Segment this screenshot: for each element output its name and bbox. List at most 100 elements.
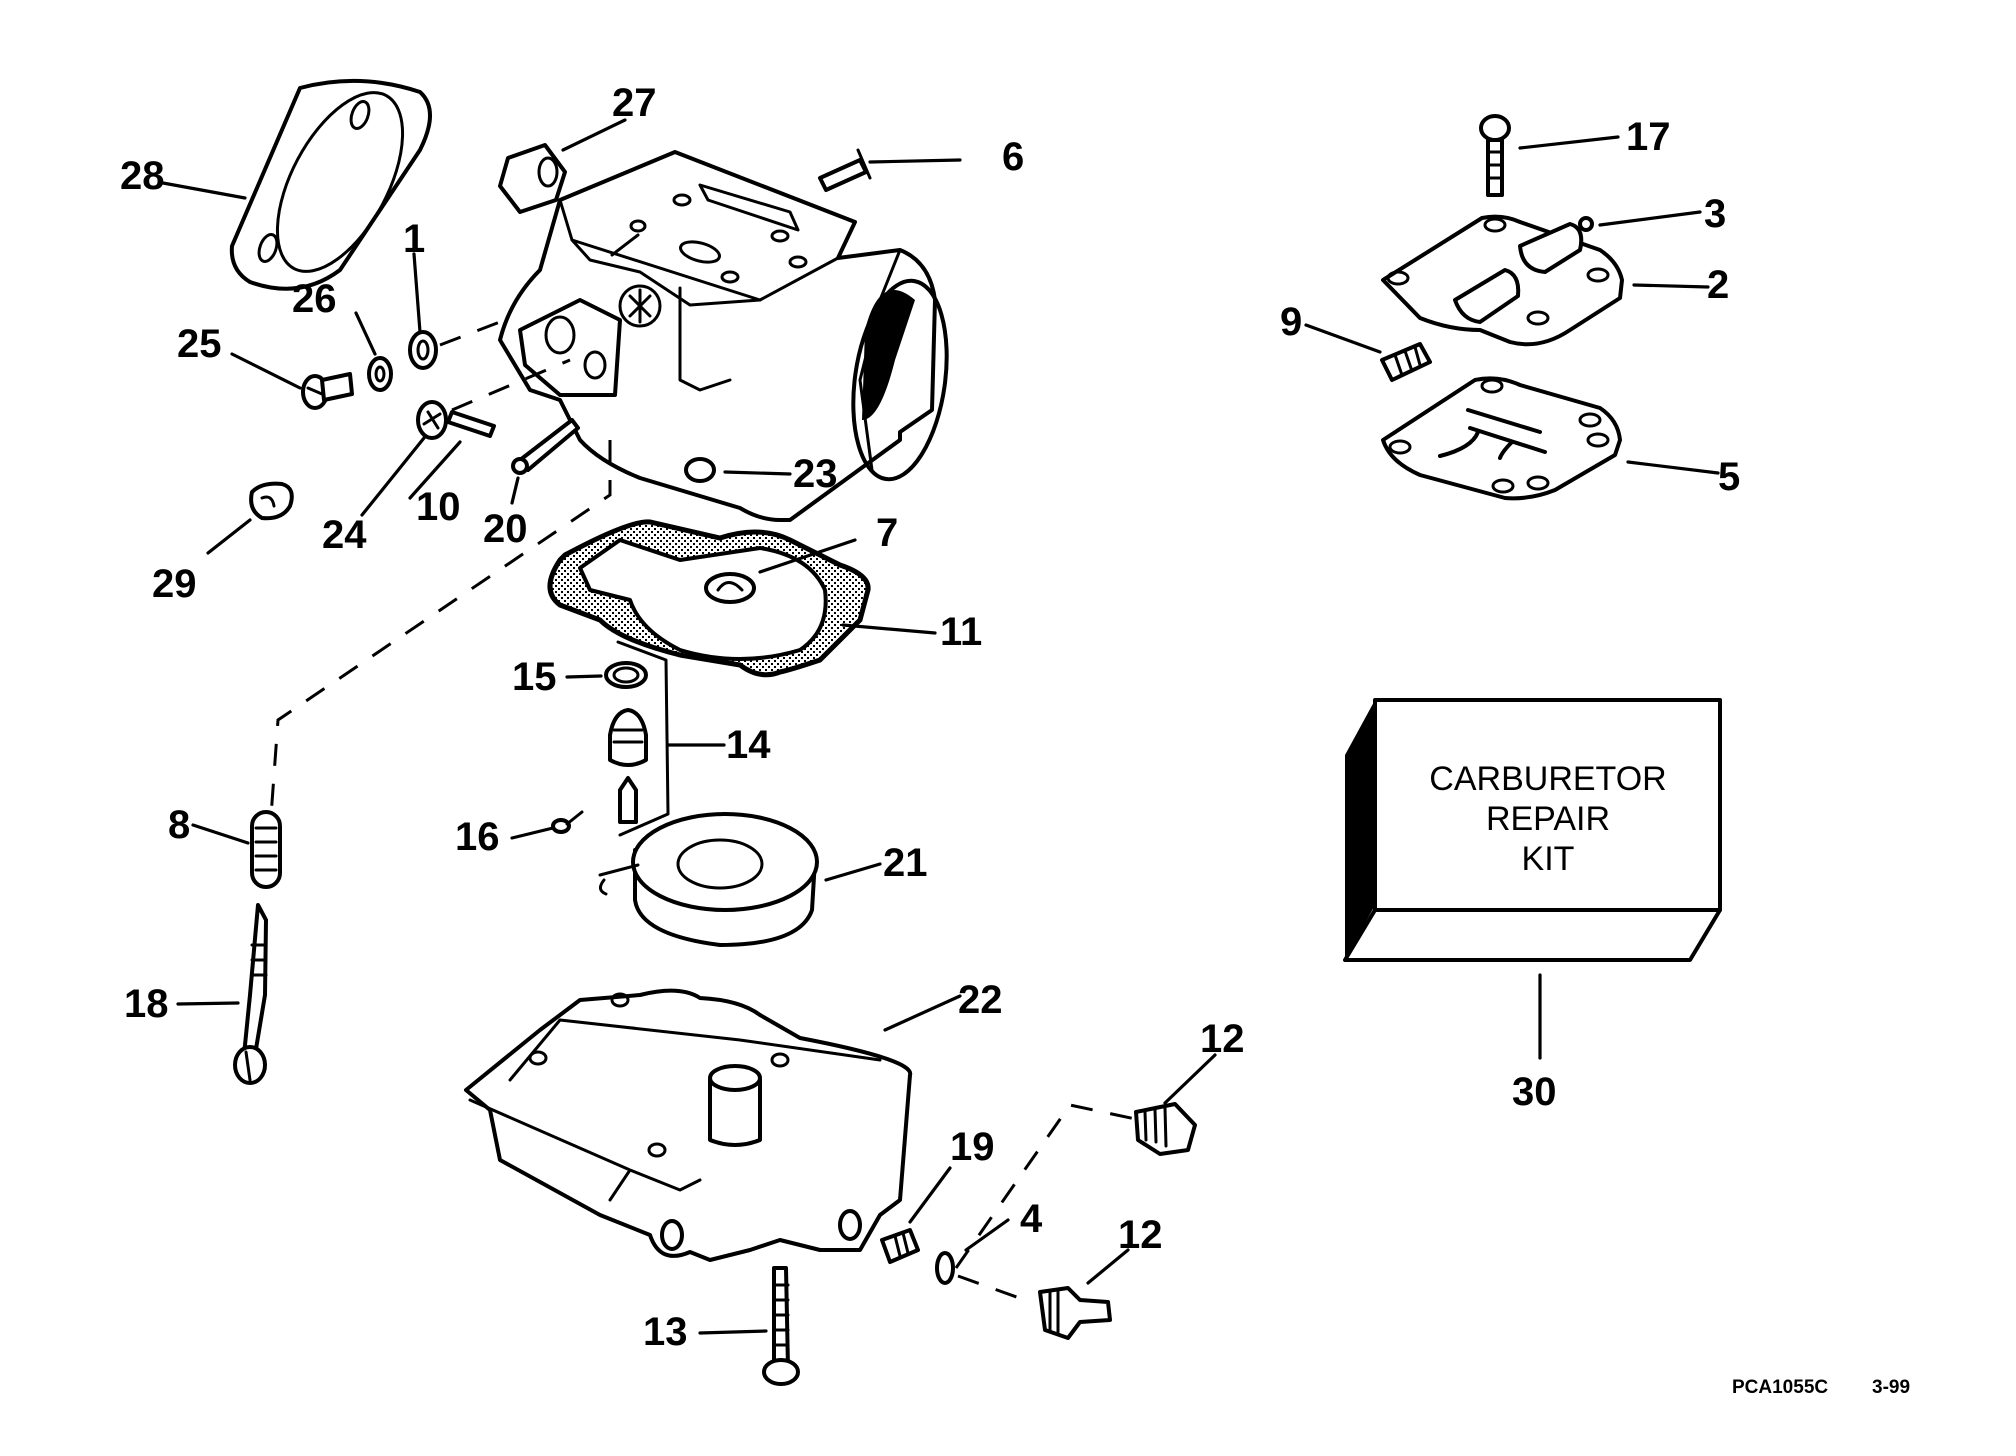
leader-15 (565, 674, 603, 679)
callout-15: 15 (512, 655, 557, 699)
leader-11 (841, 623, 937, 635)
callout-3: 3 (1704, 192, 1726, 236)
leader-18 (176, 1001, 240, 1006)
part-1-lockwasher (408, 330, 438, 370)
callout-7: 7 (876, 511, 898, 555)
leader-13 (698, 1329, 768, 1335)
callout-30: 30 (1512, 1070, 1557, 1114)
dashed-line-12a (954, 1103, 1141, 1269)
callout-22: 22 (958, 978, 1003, 1022)
callout-27: 27 (612, 81, 657, 125)
part-4-o-ring (935, 1251, 955, 1285)
callout-17: 17 (1626, 115, 1671, 159)
part-20-screw (511, 418, 580, 475)
part-18-mixture-screw (233, 903, 268, 1085)
dashed-line-24 (451, 358, 571, 412)
leader-5 (1626, 460, 1720, 475)
part-16-clip (551, 810, 584, 834)
part-17-screw (1479, 114, 1511, 197)
callout-8: 8 (168, 803, 190, 847)
callout-14: 14 (726, 723, 771, 767)
dashed-line-12b (957, 1274, 1026, 1302)
callout-6: 6 (1002, 135, 1024, 179)
leader-10 (408, 440, 462, 500)
part-10-pin (446, 410, 496, 438)
repair-kit-label-line1: CARBURETOR (1429, 760, 1666, 798)
leader-6 (868, 158, 962, 164)
bracket-14 (616, 640, 670, 837)
part-24-lockwasher (416, 400, 448, 440)
callout-1: 1 (403, 217, 425, 261)
part-19-screw (880, 1228, 920, 1264)
leader-2 (1632, 283, 1710, 289)
callout-16: 16 (455, 815, 500, 859)
callout-23: 23 (793, 452, 838, 496)
part-23-plug (684, 457, 716, 483)
callout-26: 26 (292, 277, 337, 321)
leader-7 (758, 538, 857, 574)
callout-10: 10 (416, 485, 461, 529)
part-25-screw (301, 372, 354, 410)
dashed-line-8 (268, 440, 612, 831)
callout-20: 20 (483, 507, 528, 551)
part-15-washer (604, 661, 648, 689)
leader-26 (354, 311, 377, 356)
callout-29: 29 (152, 562, 197, 606)
part-7-diaphragm-button (704, 572, 756, 604)
leader-8 (191, 823, 250, 845)
leader-19 (908, 1166, 952, 1224)
callout-28: 28 (120, 154, 165, 198)
part-28-flange-gasket (229, 78, 432, 291)
callout-12-upper: 12 (1200, 1017, 1245, 1061)
part-22-float-bowl (464, 988, 913, 1262)
leader-20 (510, 476, 520, 505)
callout-21: 21 (883, 841, 928, 885)
leader-22 (883, 994, 962, 1032)
part-26-washer (367, 356, 393, 392)
repair-kit-label-line3: KIT (1522, 840, 1575, 878)
revision-date: 3-99 (1872, 1377, 1910, 1398)
callout-5: 5 (1718, 455, 1740, 499)
part-5-gasket (1381, 376, 1622, 501)
leader-23 (723, 470, 792, 476)
callout-25: 25 (177, 322, 222, 366)
leader-12b (1086, 1248, 1130, 1285)
repair-kit-label-line2: REPAIR (1486, 800, 1610, 838)
leader-17 (1518, 135, 1620, 150)
leader-28 (161, 181, 247, 200)
leader-16 (510, 826, 555, 840)
part-12-fitting-lower (1038, 1286, 1112, 1340)
part-21-float (598, 812, 819, 947)
part-29-clip (249, 481, 294, 521)
leader-4 (964, 1218, 1010, 1252)
repair-kit-box: CARBURETOR REPAIR KIT (1343, 698, 1722, 962)
callout-2: 2 (1707, 263, 1729, 307)
part-9-screw (1380, 342, 1432, 382)
leader-3 (1598, 210, 1702, 227)
callout-9: 9 (1280, 300, 1302, 344)
callout-13: 13 (643, 1310, 688, 1354)
part-12-plug-upper (1134, 1102, 1197, 1156)
part-11-gasket (547, 519, 871, 678)
leader-12a (1163, 1053, 1217, 1105)
part-2-cover (1381, 214, 1624, 347)
callout-12-lower: 12 (1118, 1213, 1163, 1257)
part-13-screw (762, 1266, 800, 1386)
reference-code: PCA1055C (1732, 1377, 1828, 1398)
callout-19: 19 (950, 1125, 995, 1169)
leader-29 (206, 518, 252, 555)
callout-11: 11 (940, 610, 982, 654)
dashed-line-1 (439, 318, 506, 347)
callout-4: 4 (1020, 1197, 1043, 1241)
leader-1 (412, 252, 422, 334)
leader-27 (561, 118, 627, 152)
callout-18: 18 (124, 982, 169, 1026)
callout-24: 24 (322, 513, 367, 557)
part-27-hex-nut (498, 143, 567, 214)
part-carburetor-body (498, 148, 949, 522)
leader-24 (360, 436, 426, 517)
leader-9 (1304, 323, 1382, 354)
leader-25 (230, 352, 302, 390)
